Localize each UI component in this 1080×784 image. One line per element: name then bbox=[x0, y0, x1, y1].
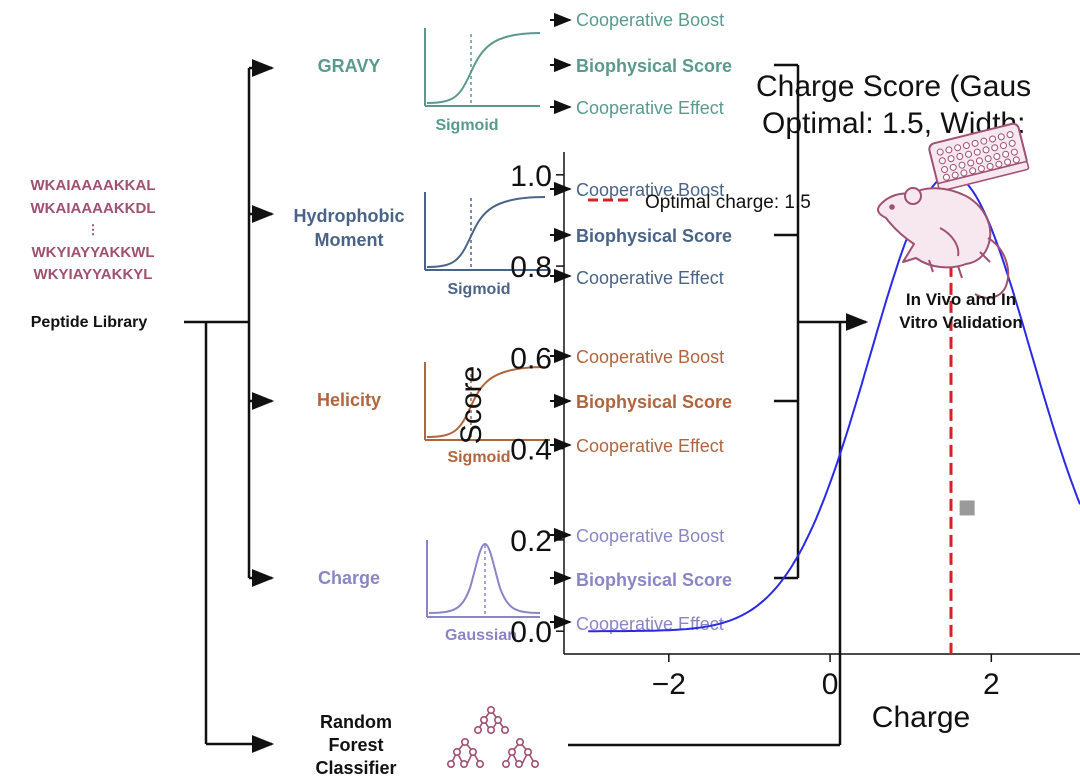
library-connectors bbox=[184, 59, 275, 753]
output-cooperative-boost: Cooperative Boost bbox=[576, 10, 724, 30]
peptide-sequence: WKAIAAAAKKAL bbox=[31, 177, 156, 194]
feature-gravy: GRAVY Sigmoid Cooperative Boost Biophysi… bbox=[318, 10, 732, 134]
classifier-label-line: Classifier bbox=[315, 758, 396, 778]
legend: Optimal charge: 1.5 bbox=[588, 192, 811, 213]
gaussian-curve-icon bbox=[426, 540, 541, 618]
peptide-ellipsis: ⋮ bbox=[87, 222, 100, 237]
feature-name-hydro-line1: Hydrophobic bbox=[294, 206, 405, 226]
curve-label: Sigmoid bbox=[447, 281, 510, 298]
y-tick-label: 0.6 bbox=[510, 342, 552, 375]
y-tick-label: 0.4 bbox=[510, 434, 552, 467]
data-marker bbox=[959, 500, 975, 516]
y-axis-label: Score bbox=[455, 366, 488, 444]
classifier-label-line: Random bbox=[320, 712, 392, 732]
y-tick-label: 0.2 bbox=[510, 525, 552, 558]
output-biophysical-score: Biophysical Score bbox=[576, 392, 732, 412]
sigmoid-curve-icon bbox=[424, 362, 550, 441]
output-cooperative-boost: Cooperative Boost bbox=[576, 347, 724, 367]
classifier-block: Random Forest Classifier bbox=[315, 322, 842, 778]
output-biophysical-score: Biophysical Score bbox=[576, 56, 732, 76]
y-tick-label: 0.8 bbox=[510, 251, 552, 284]
output-cooperative-effect: Cooperative Effect bbox=[576, 98, 724, 118]
x-tick-label: 0 bbox=[822, 668, 839, 701]
curve-label: Sigmoid bbox=[435, 117, 498, 134]
y-tick-label: 0.0 bbox=[510, 616, 552, 649]
feature-name-hydro-line2: Moment bbox=[315, 230, 384, 250]
classifier-label-line: Forest bbox=[328, 735, 383, 755]
output-cooperative-boost: Cooperative Boost bbox=[576, 180, 724, 200]
sigmoid-curve-icon bbox=[424, 28, 541, 107]
feature-helicity: Helicity Sigmoid Cooperative Boost Bioph… bbox=[317, 347, 732, 466]
y-tick-label: 1.0 bbox=[510, 160, 552, 193]
curve-label: Gaussian bbox=[445, 627, 517, 644]
validation-label-line: Vitro Validation bbox=[899, 313, 1022, 332]
validation-block: In Vivo and In Vitro Validation bbox=[877, 122, 1030, 332]
curve-label: Sigmoid bbox=[447, 449, 510, 466]
feature-charge: Charge Gaussian Cooperative Boost Biophy… bbox=[318, 526, 732, 644]
feature-hydrophobic-moment: Hydrophobic Moment Sigmoid Cooperative B… bbox=[294, 180, 733, 298]
decision-tree-icon bbox=[446, 705, 539, 768]
feature-name-helicity: Helicity bbox=[317, 390, 381, 410]
charge-score-chart: 0.0 0.2 0.4 0.6 0.8 1.0 −2 0 2 Charge Score (Ga… bbox=[455, 70, 1080, 734]
score-aggregation-connector bbox=[774, 63, 869, 580]
validation-label-line: In Vivo and In bbox=[906, 290, 1016, 309]
peptide-list: WKAIAAAAKKAL WKAIAAAAKKDL ⋮ WKYIAYYAKKWL… bbox=[31, 177, 156, 283]
output-cooperative-boost: Cooperative Boost bbox=[576, 526, 724, 546]
x-tick-label: −2 bbox=[652, 668, 686, 701]
peptide-library-label: Peptide Library bbox=[31, 314, 148, 331]
output-biophysical-score: Biophysical Score bbox=[576, 226, 732, 246]
feature-name-charge: Charge bbox=[318, 568, 380, 588]
peptide-sequence: WKYIAYYAKKWL bbox=[31, 244, 154, 261]
x-tick-label: 2 bbox=[983, 668, 1000, 701]
well-plate-icon bbox=[928, 122, 1030, 192]
x-ticks: −2 0 2 bbox=[652, 654, 1000, 701]
peptide-sequence: WKAIAAAAKKDL bbox=[31, 200, 156, 217]
y-ticks: 0.0 0.2 0.4 0.6 0.8 1.0 bbox=[510, 160, 564, 649]
feature-name-gravy: GRAVY bbox=[318, 56, 381, 76]
peptide-sequence: WKYIAYYAKKYL bbox=[34, 266, 153, 283]
chart-title-line: Charge Score (Gaus bbox=[756, 70, 1031, 103]
classifier-connector bbox=[568, 322, 842, 747]
output-cooperative-effect: Cooperative Effect bbox=[576, 268, 724, 288]
output-biophysical-score: Biophysical Score bbox=[576, 570, 732, 590]
mouse-icon bbox=[877, 187, 1010, 299]
x-axis-label: Charge bbox=[872, 701, 970, 734]
output-cooperative-effect: Cooperative Effect bbox=[576, 436, 724, 456]
legend-label: Optimal charge: 1.5 bbox=[645, 192, 811, 213]
sigmoid-curve-icon bbox=[424, 192, 550, 271]
